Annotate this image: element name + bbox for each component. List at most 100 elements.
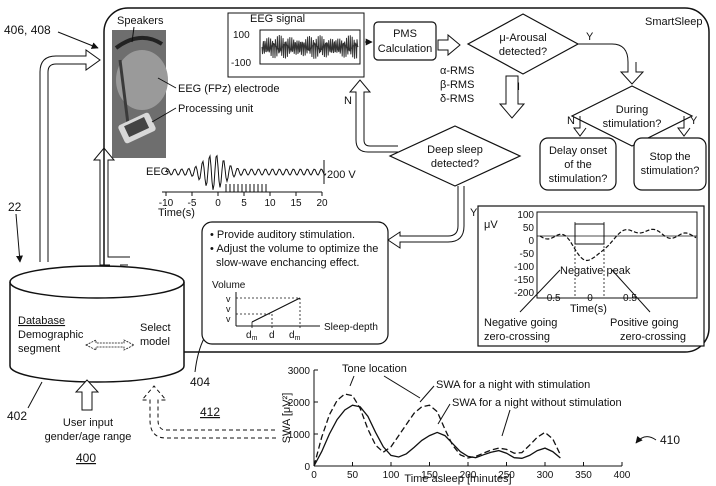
stimulation-box [201,221,389,345]
eeg-trace-unit: Time(s) [158,207,195,219]
database-right-line2: model [140,336,170,348]
rms-delta: δ-RMS [440,93,474,105]
processing-leader [151,107,177,123]
processing-label: Processing unit [178,103,253,115]
swa-x-tick-label: 400 [614,470,631,481]
waveform-pos-zero-line2: zero-crossing [620,331,686,343]
arousal-yes: Y [586,31,594,43]
ref-22: 22 [8,200,22,214]
ref-406-leader [57,31,99,49]
database-right-line1: Select [140,322,171,334]
database-top [9,265,185,299]
during-yes: Y [690,115,698,127]
eeg-trace-tick-label: -5 [188,198,197,209]
volume-ytick-2: v [226,304,231,314]
swa-legend-without: SWA for a night without stimulation [452,397,622,409]
delay-line3: stimulation? [549,173,608,185]
rms-alpha: α-RMS [440,65,474,77]
waveform-neg-peak-label: Negative peak [560,265,631,277]
swa-x-tick-label: 0 [311,470,317,481]
eeg-signal-tick-neg100: -100 [231,58,251,69]
waveform-neg-zero-leader [519,269,561,313]
eeg-stim-markers [225,184,267,192]
swa-x-tick-label: 350 [575,470,592,481]
arrow-arousal-deep [498,75,526,119]
eeg-signal-title: EEG signal [250,13,305,25]
waveform-unit: μV [484,219,498,231]
volume-xtick-1-base: d [246,330,252,341]
eeg-signal-panel: EEG signal 100 -100 [227,12,365,78]
swa-legend-with: SWA for a night with stimulation [436,379,590,391]
waveform-y-tick: 50 [523,223,535,234]
swa-x-tick-label: 200 [460,470,477,481]
database-body [9,282,185,383]
stop-box [633,137,707,191]
legend-without-leader-2 [501,409,511,437]
eeg-trace-label: EEG [146,166,169,178]
tone-leader-1 [349,375,355,387]
eeg-trace [165,154,327,190]
stim-bullet-2: • Adjust the volume to optimize the [210,243,378,255]
eeg-trace-tick-label: 10 [264,198,276,209]
waveform-plot-box [536,211,698,299]
eeg-trace-scale: 200 V [327,169,356,181]
tone-leader-2 [383,375,421,399]
waveform-neg-zero-line2: zero-crossing [484,331,550,343]
waveform-y-tick: -150 [514,275,534,286]
waveform-y-tick: 0 [528,236,534,247]
volume-axis-label: Sleep-depth [324,322,378,333]
waveform-y-tick: 100 [517,210,534,221]
swa-x-tick-label: 300 [537,470,554,481]
swa-y-tick-label: 0 [304,462,310,473]
swa-x-tick-label: 150 [421,470,438,481]
delay-line2: of the [564,159,592,171]
eeg-trace-tick-label: 5 [241,198,247,209]
during-diamond [570,85,694,147]
ref-402: 402 [7,409,27,423]
arousal-diamond [466,13,580,75]
user-input-arrow [74,379,100,411]
database-title: Database [18,315,65,327]
volume-ytick-1: v [226,294,231,304]
swa-series [313,393,561,467]
swa-y-tick-label: 2000 [288,398,311,409]
waveform-x-label: Time(s) [570,303,607,315]
waveform-x-tick: 0.5 [623,293,637,304]
electrode-label: EEG (FPz) electrode [178,83,279,95]
pms-line1: PMS [393,28,417,40]
arrow-deep-no-loop [348,79,398,153]
ref-410: 410 [660,433,680,447]
eeg-trace-tick-label: -10 [159,198,174,209]
swa-x-tick-label: 250 [498,470,515,481]
database-exchange-arrow [85,339,135,351]
arrow-deep-yes-stim [387,186,465,249]
legend-with-leader [419,385,435,403]
waveform-neg-zero-line1: Negative going [484,317,557,329]
arrow-during-delay [573,116,587,137]
volume-xtick-1-sub: m [252,335,258,342]
swa-y-label: SWA [μV²] [281,393,293,444]
pms-box [373,21,437,61]
volume-xtick-3: dm [289,330,301,342]
volume-xtick-2: d [269,330,275,341]
deep-yes: Y [470,207,478,219]
smartsleep-title: SmartSleep [645,16,702,28]
during-line2: stimulation? [603,118,662,130]
waveform-pos-zero-leader [611,269,651,313]
stim-bullet-1: • Provide auditory stimulation. [210,229,355,241]
volume-plot: Volume v v v dm d dm Sleep-depth [212,280,378,342]
swa-x-tick-label: 50 [347,470,359,481]
stim-bullet-2-cont: slow-wave enchancing effect. [216,257,360,269]
during-no: N [567,115,575,127]
waveform-curve [539,228,697,262]
arousal-line2: detected? [499,46,547,58]
arrow-during-stop [677,116,691,137]
during-line1: During [616,104,648,116]
volume-xtick-3-sub: m [295,335,301,342]
arrow-db-to-smartsleep [39,49,101,262]
